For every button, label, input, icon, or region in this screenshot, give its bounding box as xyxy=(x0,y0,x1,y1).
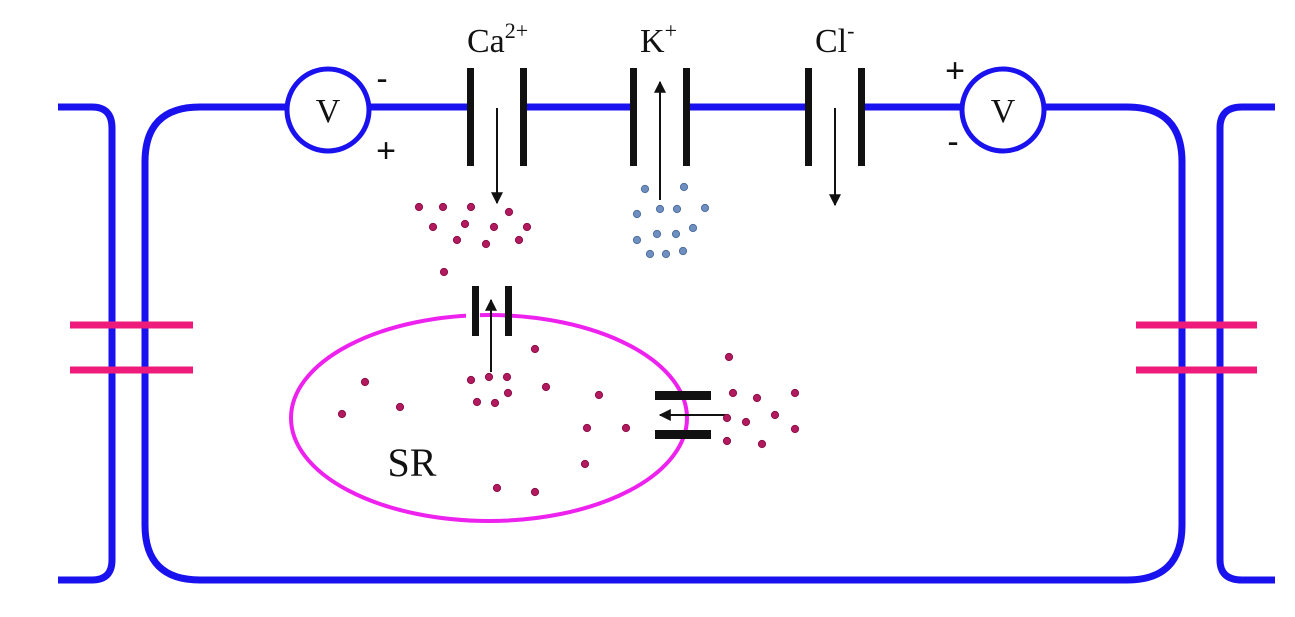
calcium-ion xyxy=(360,377,370,387)
voltmeter-left-bottom-sign: + xyxy=(376,132,396,170)
calcium-ion xyxy=(621,423,631,433)
sr-release-channel xyxy=(466,283,512,372)
potassium-ion xyxy=(679,182,689,192)
calcium-ion xyxy=(428,222,438,232)
double-bar-icon xyxy=(467,68,474,166)
calcium-ion xyxy=(724,352,734,362)
calcium-ion xyxy=(503,388,513,398)
cl-label-base: Cl xyxy=(815,23,847,60)
calcium-ion xyxy=(466,375,476,385)
calcium-ion xyxy=(530,487,540,497)
calcium-ion xyxy=(770,410,780,420)
potassium-ion xyxy=(632,235,642,245)
voltmeter-right: V + - xyxy=(945,52,1047,161)
calcium-ion xyxy=(790,388,800,398)
right-neighbor-membrane xyxy=(1216,103,1275,584)
potassium-ion xyxy=(632,209,642,219)
calcium-ion xyxy=(580,459,590,469)
k-channel xyxy=(630,68,690,200)
sr-membrane xyxy=(289,313,689,523)
calcium-ion xyxy=(582,423,592,433)
potassium-ion xyxy=(652,229,662,239)
calcium-ion xyxy=(757,439,767,449)
voltmeter-left-top-sign: - xyxy=(376,60,387,98)
calcium-ion xyxy=(452,235,462,245)
voltmeter-right-top-sign: + xyxy=(945,52,965,90)
potassium-ion xyxy=(640,184,650,194)
calcium-ion xyxy=(490,398,500,408)
calcium-ion xyxy=(395,402,405,412)
potassium-ion xyxy=(700,203,710,213)
calcium-ion xyxy=(439,267,449,277)
potassium-ion xyxy=(655,204,665,214)
calcium-ion xyxy=(492,483,502,493)
calcium-ion xyxy=(466,202,476,212)
double-bar-icon xyxy=(655,391,711,400)
cl-label-superscript: - xyxy=(847,18,854,43)
left-neighbor-membrane xyxy=(58,103,116,584)
voltmeter-left: V - + xyxy=(284,60,396,170)
double-bar-icon xyxy=(630,68,637,166)
sr-label: SR xyxy=(388,440,437,485)
calcium-ion xyxy=(728,388,738,398)
voltmeter-right-bottom-sign: - xyxy=(947,123,958,161)
calcium-ion xyxy=(514,235,524,245)
k-label-base: K xyxy=(640,23,665,60)
voltmeter-right-label: V xyxy=(991,93,1016,130)
circle-v-icon xyxy=(959,66,1047,154)
calcium-ion xyxy=(438,202,448,212)
calcium-ion xyxy=(481,239,491,249)
calcium-ion xyxy=(337,409,347,419)
k-label-superscript: + xyxy=(665,18,677,43)
potassium-ion xyxy=(645,249,655,259)
cell-membrane xyxy=(141,103,1186,584)
calcium-ion xyxy=(502,372,512,382)
potassium-ion xyxy=(672,204,682,214)
calcium-ion xyxy=(414,202,424,212)
voltmeter-left-label: V xyxy=(316,93,341,130)
ca-channel-label: Ca2+ xyxy=(467,18,528,60)
calcium-ion xyxy=(722,413,732,423)
potassium-ion xyxy=(671,229,681,239)
potassium-ion xyxy=(661,249,671,259)
calcium-ion xyxy=(594,390,604,400)
circle-v-icon xyxy=(284,66,372,154)
calcium-ion xyxy=(489,222,499,232)
sr-uptake-pump xyxy=(655,391,728,439)
calcium-ion xyxy=(741,417,751,427)
ca-label-superscript: 2+ xyxy=(505,18,528,43)
k-channel-label: K+ xyxy=(640,18,677,60)
gap-junction-left xyxy=(70,321,193,374)
calcium-ion xyxy=(790,424,800,434)
calcium-ion xyxy=(541,382,551,392)
cl-channel-label: Cl- xyxy=(815,18,854,60)
ca-channel xyxy=(467,68,527,205)
potassium-ions xyxy=(632,182,710,259)
double-bar-icon xyxy=(805,68,812,166)
cl-channel xyxy=(805,68,865,207)
calcium-ion xyxy=(722,436,732,446)
gap-junction-right xyxy=(1136,321,1257,374)
calcium-ions xyxy=(337,202,800,497)
calcium-ion xyxy=(504,207,514,217)
potassium-ion xyxy=(678,246,688,256)
potassium-ion xyxy=(688,223,698,233)
calcium-ion xyxy=(460,219,470,229)
calcium-ion xyxy=(484,372,494,382)
calcium-ion xyxy=(752,393,762,403)
calcium-ion xyxy=(530,344,540,354)
ca-label-base: Ca xyxy=(467,23,505,60)
calcium-ion xyxy=(522,222,532,232)
calcium-ion xyxy=(472,397,482,407)
